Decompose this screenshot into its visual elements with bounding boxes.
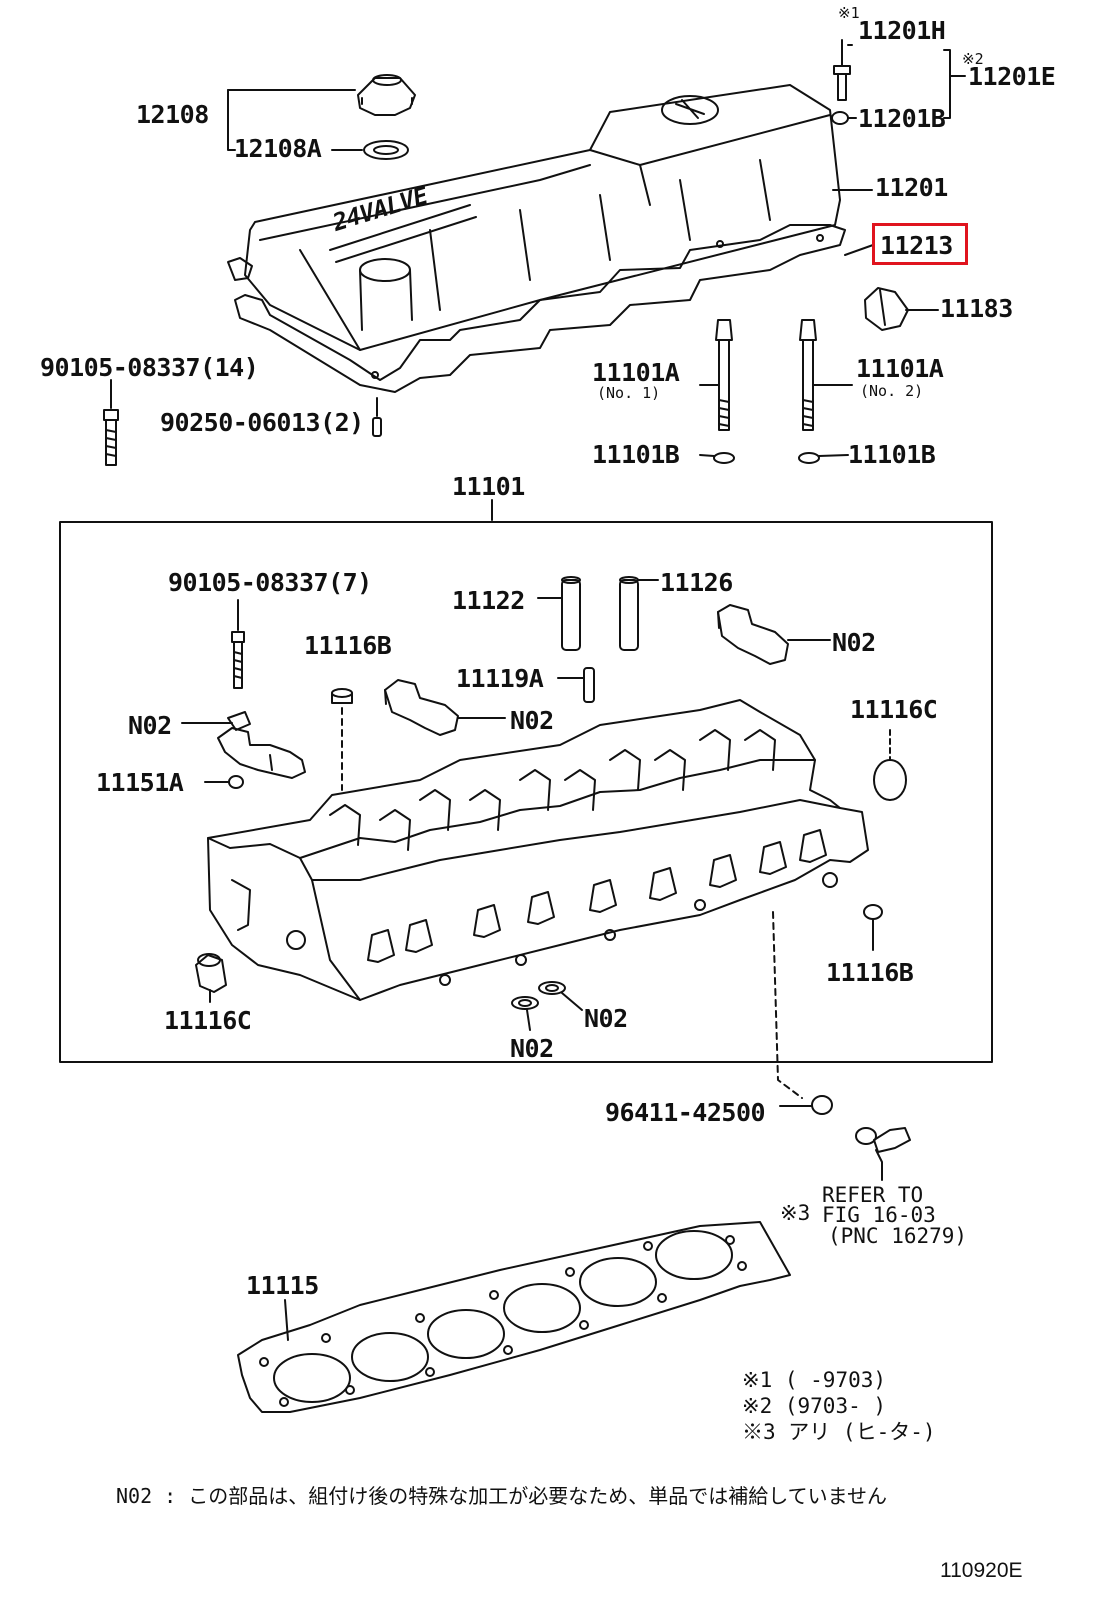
label-n02-c: N02 bbox=[832, 628, 876, 657]
label-n02-e: N02 bbox=[510, 1034, 554, 1063]
label-12108a: 12108A bbox=[234, 134, 322, 163]
label-11101b-b: 11101B bbox=[848, 440, 936, 469]
cover-gasket bbox=[234, 224, 846, 393]
head-bolt-no1 bbox=[699, 319, 733, 431]
label-11116c-right: 11116C bbox=[850, 695, 938, 724]
label-n02-a: N02 bbox=[128, 711, 172, 740]
label-11201e: 11201E bbox=[968, 62, 1056, 91]
label-11201h: 11201H bbox=[858, 16, 946, 45]
n02-cap-c bbox=[717, 604, 831, 665]
label-90105-08337-7: 90105-08337(7) bbox=[168, 568, 372, 597]
note-mark-2: ※2 bbox=[962, 50, 984, 68]
label-no2: (No. 2) bbox=[860, 382, 924, 400]
note-3: ※3 アリ (ヒ-タ-) bbox=[742, 1420, 936, 1444]
label-11101a-no1: 11101A bbox=[592, 358, 680, 387]
footer-note: N02 : この部品は、組付け後の特殊な加工が必要なため、単品では補給していませ… bbox=[116, 1484, 888, 1508]
label-no1: (No. 1) bbox=[597, 384, 661, 402]
cap-gasket bbox=[363, 140, 409, 160]
label-11201: 11201 bbox=[875, 173, 948, 202]
n02-cap-a bbox=[217, 711, 306, 779]
refer-line-1: REFER TO bbox=[822, 1183, 924, 1207]
label-11101a-no2: 11101A bbox=[856, 354, 944, 383]
label-11115: 11115 bbox=[246, 1271, 319, 1300]
head-bolt-no2 bbox=[799, 319, 853, 431]
label-11183: 11183 bbox=[940, 294, 1013, 323]
note-1: ※1 ( -9703) bbox=[742, 1368, 887, 1392]
label-90105-08337-14: 90105-08337(14) bbox=[40, 353, 259, 382]
label-11213: 11213 bbox=[880, 231, 953, 260]
heater-fitting bbox=[855, 1127, 911, 1181]
label-11122: 11122 bbox=[452, 586, 525, 615]
note-2: ※2 (9703- ) bbox=[742, 1394, 887, 1418]
highlight-box-11213 bbox=[872, 223, 968, 265]
valve-cover bbox=[244, 84, 841, 351]
label-90250-06013: 90250-06013(2) bbox=[160, 408, 364, 437]
cylinder-head bbox=[207, 699, 869, 1001]
label-96411-42500: 96411-42500 bbox=[605, 1098, 766, 1127]
label-11116c-left: 11116C bbox=[164, 1006, 252, 1035]
label-12108: 12108 bbox=[136, 100, 209, 129]
refer-line-3: (PNC 16279) bbox=[828, 1224, 968, 1248]
label-11101: 11101 bbox=[452, 472, 525, 501]
cylinder-head-assembly-box bbox=[59, 521, 993, 1063]
label-11201b: 11201B bbox=[858, 104, 946, 133]
label-11116b-top: 11116B bbox=[304, 631, 392, 660]
label-11116b-bottom: 11116B bbox=[826, 958, 914, 987]
label-n02-d: N02 bbox=[584, 1004, 628, 1033]
refer-mark: ※3 bbox=[780, 1201, 811, 1225]
cam-plug bbox=[864, 287, 939, 331]
label-11126: 11126 bbox=[660, 568, 733, 597]
head-gasket bbox=[237, 1221, 791, 1413]
n02-cap-b bbox=[384, 679, 506, 736]
oil-cap bbox=[357, 74, 416, 116]
label-11119a: 11119A bbox=[456, 664, 544, 693]
note-mark-1: ※1 bbox=[838, 4, 860, 22]
refer-line-2: FIG 16-03 bbox=[822, 1203, 936, 1227]
label-11101b-a: 11101B bbox=[592, 440, 680, 469]
figure-code: 110920E bbox=[940, 1559, 1023, 1582]
label-n02-b: N02 bbox=[510, 706, 554, 735]
label-11151a: 11151A bbox=[96, 768, 184, 797]
